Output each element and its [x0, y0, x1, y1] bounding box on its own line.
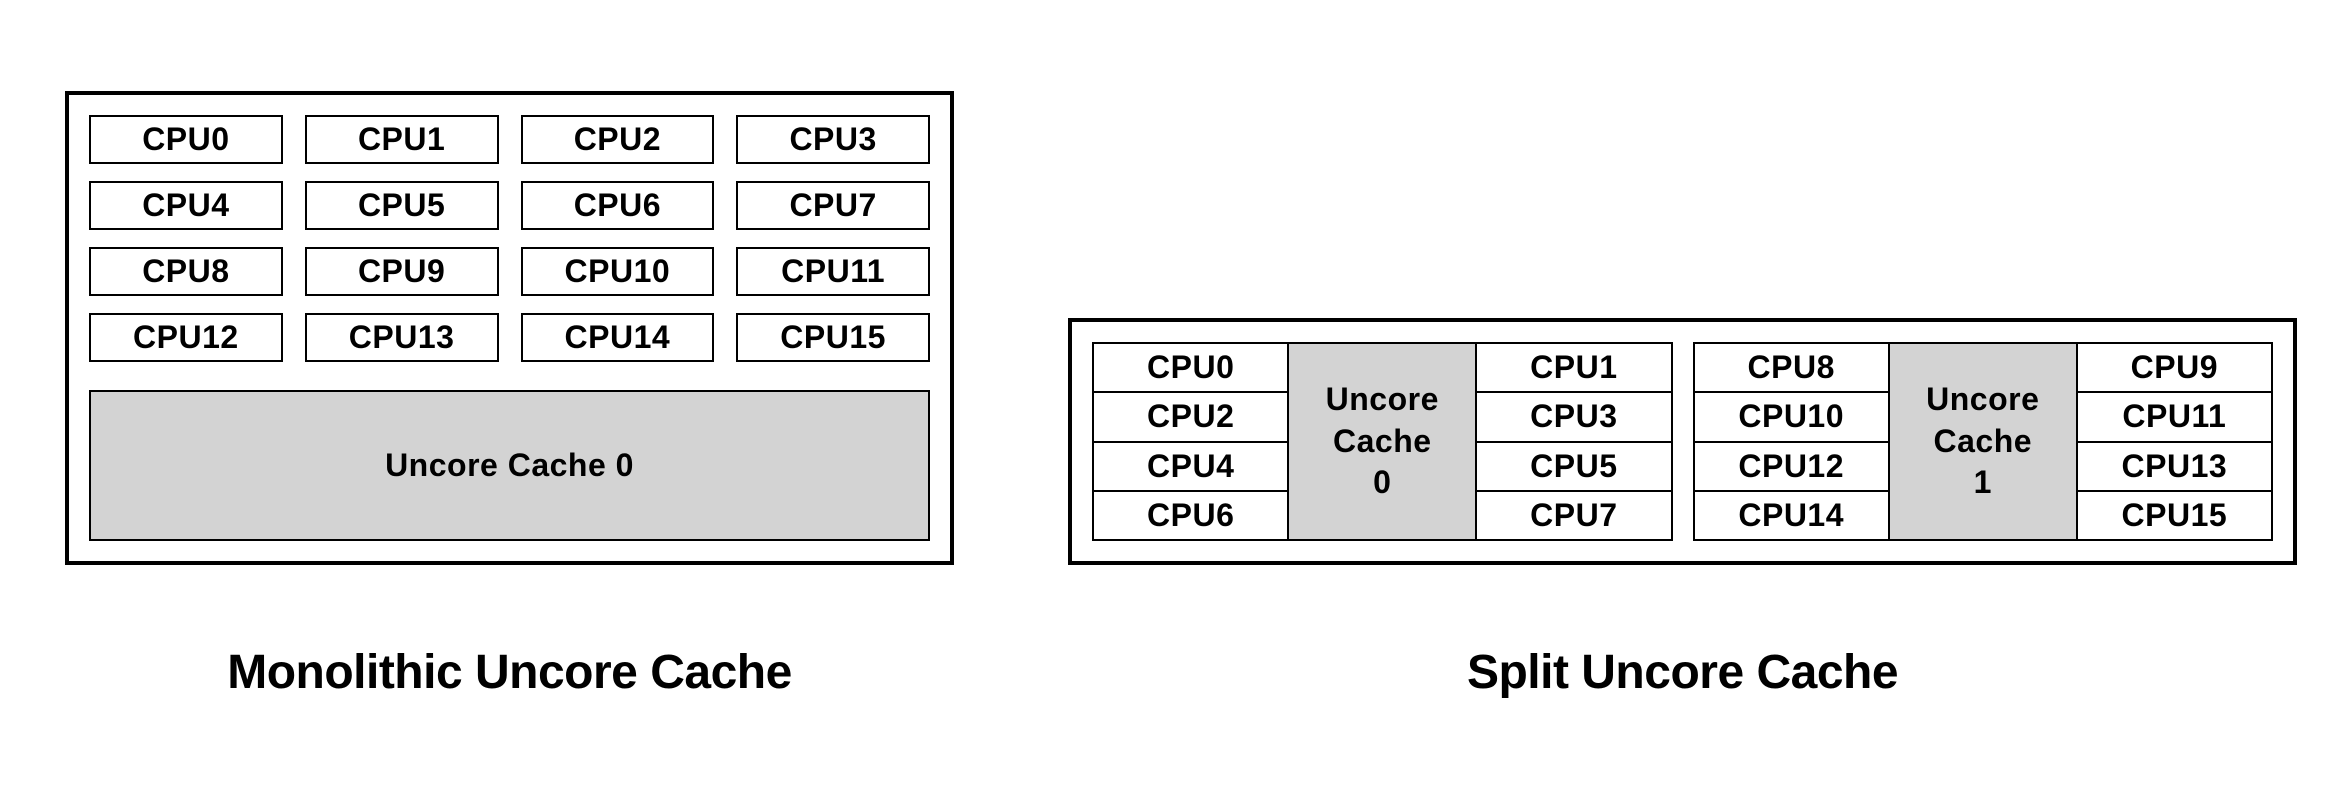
- monolithic-cpu-grid: CPU0 CPU1 CPU2 CPU3 CPU4 CPU5 CPU6 CPU7 …: [89, 115, 930, 362]
- monolithic-caption: Monolithic Uncore Cache: [227, 646, 792, 699]
- split-group-0: CPU0 CPU2 CPU4 CPU6 Uncore Cache 0 CPU1 …: [1092, 342, 1673, 541]
- cpu-cell: CPU8: [1692, 342, 1890, 394]
- cpu-box: CPU13: [304, 313, 499, 362]
- monolithic-uncore-diagram: CPU0 CPU1 CPU2 CPU3 CPU4 CPU5 CPU6 CPU7 …: [65, 91, 954, 565]
- cpu-cell: CPU5: [1475, 440, 1673, 492]
- cpu-cell: CPU14: [1692, 489, 1890, 541]
- cpu-box: CPU9: [304, 247, 499, 296]
- cpu-box: CPU0: [89, 115, 283, 164]
- cpu-cell: CPU7: [1475, 489, 1673, 541]
- cpu-box: CPU15: [736, 313, 930, 362]
- cpu-cell: CPU2: [1092, 391, 1290, 443]
- uncore-cache-label-line: Uncore: [1325, 381, 1439, 418]
- cpu-box: CPU2: [520, 115, 715, 164]
- cpu-cell: CPU10: [1692, 391, 1890, 443]
- uncore-cache-1-cell: Uncore Cache 1: [1887, 342, 2078, 541]
- cpu-box: CPU12: [89, 313, 283, 362]
- cpu-cell: CPU0: [1092, 342, 1290, 394]
- uncore-cache-0-cell: Uncore Cache 0: [1287, 342, 1478, 541]
- uncore-cache-label-line: Uncore: [1926, 381, 2040, 418]
- cpu-cell: CPU1: [1475, 342, 1673, 394]
- cpu-cell: CPU4: [1092, 440, 1290, 492]
- split-group-1-even-cpu-column: CPU8 CPU10 CPU12 CPU14: [1692, 342, 1890, 541]
- cpu-box: CPU14: [520, 313, 715, 362]
- cpu-box: CPU11: [736, 247, 930, 296]
- cpu-box: CPU7: [736, 181, 930, 230]
- split-group-0-even-cpu-column: CPU0 CPU2 CPU4 CPU6: [1092, 342, 1290, 541]
- cpu-box: CPU10: [520, 247, 715, 296]
- cpu-box: CPU3: [736, 115, 930, 164]
- split-caption: Split Uncore Cache: [1466, 646, 1899, 699]
- split-uncore-diagram: CPU0 CPU2 CPU4 CPU6 Uncore Cache 0 CPU1 …: [1068, 318, 2297, 565]
- uncore-cache-label-line: Cache: [1332, 422, 1432, 459]
- uncore-cache-label-line: 0: [1373, 464, 1392, 501]
- split-group-1-odd-cpu-column: CPU9 CPU11 CPU13 CPU15: [2075, 342, 2274, 541]
- uncore-cache-label-line: 1: [1973, 464, 1992, 501]
- cpu-box: CPU6: [520, 181, 715, 230]
- uncore-cache-label-line: Cache: [1933, 422, 2033, 459]
- cpu-box: CPU5: [304, 181, 499, 230]
- cpu-box: CPU8: [89, 247, 283, 296]
- split-group-0-odd-cpu-column: CPU1 CPU3 CPU5 CPU7: [1475, 342, 1673, 541]
- cpu-cell: CPU13: [2075, 440, 2274, 492]
- cpu-cell: CPU12: [1692, 440, 1890, 492]
- cpu-cell: CPU9: [2075, 342, 2274, 394]
- uncore-cache-0-box: Uncore Cache 0: [89, 390, 930, 541]
- split-group-1: CPU8 CPU10 CPU12 CPU14 Uncore Cache 1 CP…: [1692, 342, 2274, 541]
- cpu-cell: CPU6: [1092, 489, 1290, 541]
- cpu-box: CPU4: [89, 181, 283, 230]
- cpu-cell: CPU15: [2075, 489, 2274, 541]
- cpu-cell: CPU11: [2075, 391, 2274, 443]
- cpu-box: CPU1: [304, 115, 499, 164]
- cpu-cell: CPU3: [1475, 391, 1673, 443]
